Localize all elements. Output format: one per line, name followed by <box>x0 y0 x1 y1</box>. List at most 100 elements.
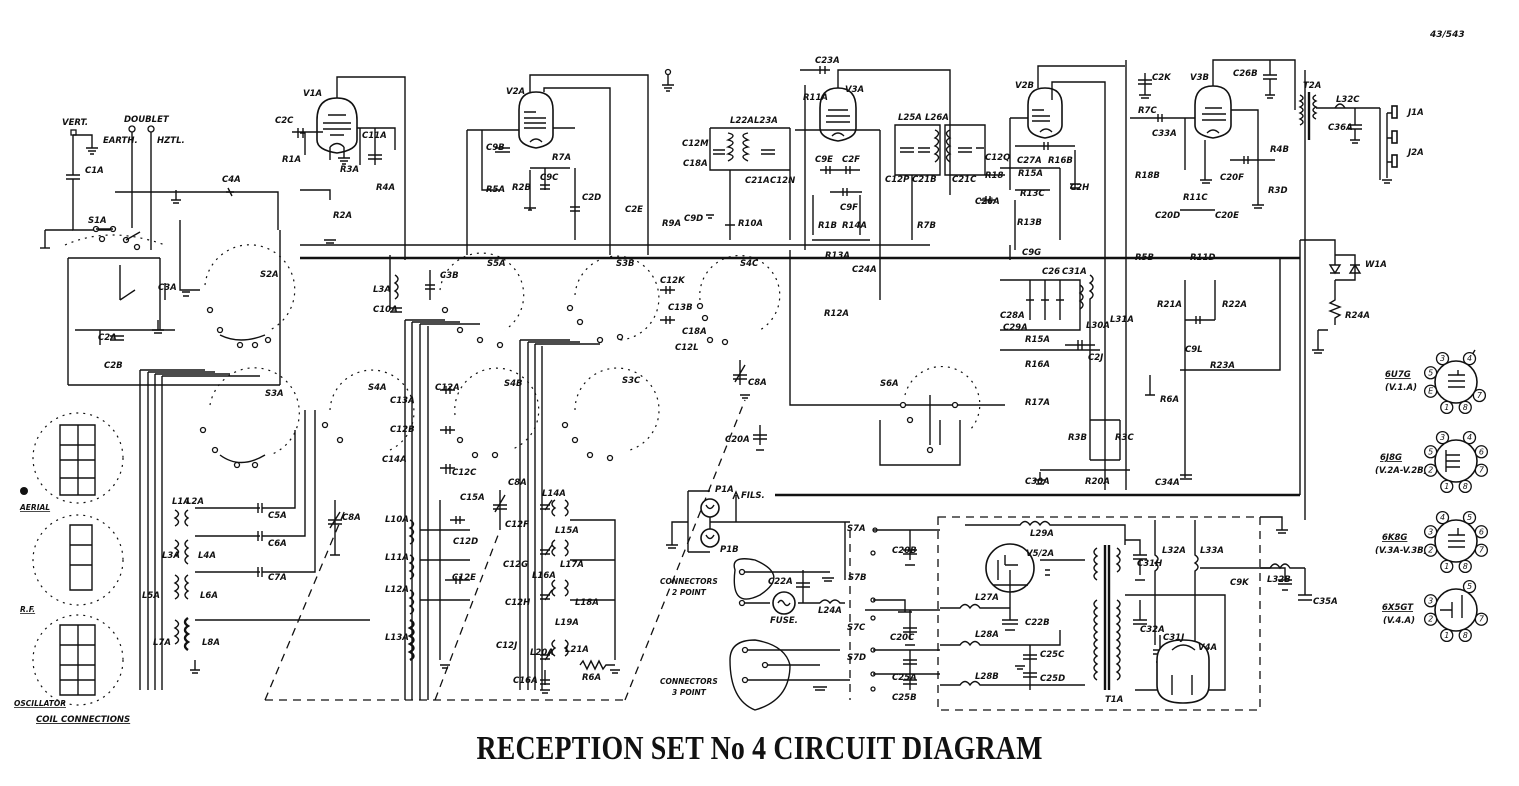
component-label: C12F <box>505 520 529 530</box>
pin-number: 8 <box>1463 482 1468 491</box>
rf-coil-base <box>32 514 124 606</box>
component-label: L13A <box>385 633 409 643</box>
component-label: L26A <box>925 113 949 123</box>
component-label: R15A <box>1018 169 1043 179</box>
pin-number: 1 <box>1444 482 1449 491</box>
base-diagram-label: (V.3A-V.3B) <box>1375 546 1428 556</box>
pin-number: 5 <box>1467 513 1472 522</box>
component-label: L7A <box>153 638 171 648</box>
component-label: C12J <box>496 641 517 651</box>
pin-number: 2 <box>1428 466 1433 475</box>
component-label: J2A <box>1406 148 1424 158</box>
pin-circle <box>1474 463 1489 477</box>
component-label: L12A <box>385 585 409 595</box>
valve-base-diagrams <box>1434 349 1478 632</box>
connector-label: 2 POINT <box>672 588 707 597</box>
component-label: L19A <box>555 618 579 628</box>
component-label: C23A <box>815 56 840 66</box>
component-label: C9E <box>815 155 833 165</box>
component-label: C20A <box>725 435 750 445</box>
pin-number: 4 <box>1467 354 1472 363</box>
component-label: C3B <box>440 271 459 281</box>
component-label: C12D <box>453 537 478 547</box>
pin-circle <box>1423 594 1438 608</box>
switch-label: S2A <box>260 270 279 280</box>
component-label: C12A <box>435 383 460 393</box>
base-diagram-label: (V.2A-V.2B) <box>1375 466 1428 476</box>
vert-terminal <box>70 129 77 136</box>
diode-w1a <box>1300 239 1362 354</box>
component-label: C18A <box>682 327 707 337</box>
pin-number: 2 <box>1428 615 1433 624</box>
component-label: R13B <box>1017 218 1042 228</box>
pin-number: 7 <box>1477 391 1483 400</box>
component-label: C31A <box>1062 267 1087 277</box>
component-label: L8A <box>202 638 220 648</box>
component-label: VERT. <box>62 118 88 128</box>
component-label: R14A <box>842 221 867 231</box>
base-diagram-label: 6X5GT <box>1382 603 1414 613</box>
component-label: R1A <box>282 155 301 165</box>
pin-circle <box>1423 525 1438 539</box>
component-label: L24A <box>818 606 842 616</box>
switch-s5a <box>439 252 525 349</box>
pin-circle <box>1458 479 1472 494</box>
aerial-coil-base <box>32 412 124 504</box>
component-label: C12C <box>452 468 477 478</box>
switch-label: S3B <box>616 259 635 269</box>
output-section <box>1298 92 1398 184</box>
component-label: C3A <box>158 283 177 293</box>
pin-number: 4 <box>1467 433 1472 442</box>
component-label: R10A <box>738 219 763 229</box>
component-label: L33A <box>1200 546 1224 556</box>
component-label: L27A <box>975 593 999 603</box>
diagram-title: RECEPTION SET No 4 CIRCUIT DIAGRAM <box>476 730 1043 767</box>
component-label: L31A <box>1110 315 1134 325</box>
component-label: L32A <box>1162 546 1186 556</box>
switch-s4a <box>321 369 415 451</box>
component-label: C12B <box>390 425 415 435</box>
component-label: C20C <box>890 633 915 643</box>
component-label: C2C <box>275 116 294 126</box>
coil-connections-diagrams <box>20 412 124 706</box>
component-label: C2E <box>625 205 643 215</box>
switch-s3b <box>566 255 660 344</box>
component-label: L16A <box>532 571 556 581</box>
valve-v2b <box>980 65 1125 490</box>
component-label: C34A <box>1155 478 1180 488</box>
component-label: R16A <box>1025 360 1050 370</box>
pin-number: 7 <box>1479 546 1485 555</box>
component-label: C9C <box>540 173 559 183</box>
pin-number: 3 <box>1428 527 1433 536</box>
component-label: R7A <box>552 153 571 163</box>
component-label: L1A <box>172 497 190 507</box>
component-label: R3D <box>1268 186 1288 196</box>
pin-circle <box>1458 400 1472 415</box>
component-label: L3A <box>373 285 391 295</box>
component-label: C13A <box>390 396 415 406</box>
pin-circle <box>1440 479 1454 494</box>
component-label: W1A <box>1365 260 1387 270</box>
component-label: C24A <box>852 265 877 275</box>
component-label: R15A <box>1025 335 1050 345</box>
component-label: R6A <box>582 673 601 683</box>
base-diagram-label: 6J8G <box>1380 453 1402 463</box>
component-label: L17A <box>560 560 584 570</box>
component-label: C28A <box>1000 311 1025 321</box>
component-label: C13B <box>668 303 693 313</box>
pin-circle <box>1472 388 1487 403</box>
component-label: C12N <box>770 176 795 186</box>
coil-connection-label: COIL CONNECTIONS <box>36 715 130 725</box>
component-label: C6A <box>268 539 287 549</box>
switch-label: S7D <box>847 653 866 663</box>
pin-circle <box>1462 510 1477 525</box>
component-label: C2D <box>582 193 601 203</box>
component-label: C9B <box>486 143 505 153</box>
pin-number: 6 <box>1479 447 1484 456</box>
component-label: R20A <box>1085 477 1110 487</box>
component-label: T1A <box>1105 695 1123 705</box>
pin-circle <box>1423 612 1438 626</box>
component-label: C1A <box>85 166 104 176</box>
valve-label: V2B <box>1015 81 1034 91</box>
